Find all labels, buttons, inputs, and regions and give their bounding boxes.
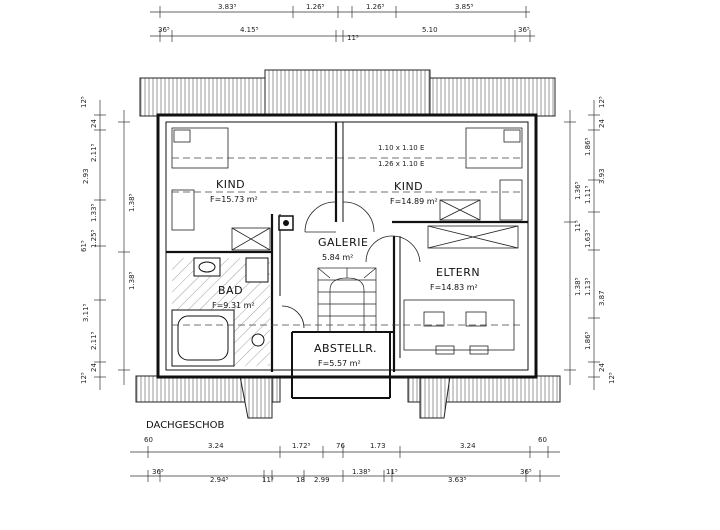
dim-bottom-1b: 3.24 bbox=[208, 442, 224, 450]
dim-bottom-2f: 1.38⁵ bbox=[352, 468, 371, 476]
dim-right-8: 3.87 bbox=[598, 290, 606, 306]
dim-bottom-2i: 36⁵ bbox=[520, 468, 532, 476]
dim-left-4: 2.93 bbox=[82, 168, 90, 184]
room-area-bad: F=9.31 m² bbox=[212, 301, 255, 310]
room-area-galerie: 5.84 m² bbox=[322, 253, 353, 262]
dim-right-1: 12⁵ bbox=[598, 96, 606, 108]
room-area-eltern: F=14.83 m² bbox=[430, 283, 478, 292]
bottom-dimension-chain-2 bbox=[130, 470, 560, 482]
dim-left-11: 12⁵ bbox=[80, 372, 88, 384]
left-dimension-chain bbox=[94, 100, 130, 390]
bottom-dimension-chain-1 bbox=[130, 446, 560, 458]
dim-bottom-1a: 60 bbox=[144, 436, 153, 444]
room-name-kind-left: KIND bbox=[216, 178, 245, 191]
dim-right-10: 24 bbox=[598, 363, 606, 372]
left-dimension-labels: 12⁵ 24 2.11⁵ 2.93 1.33⁵ 1.25⁵ 61⁵ 3.11⁵ … bbox=[80, 96, 136, 384]
room-area-kind-right: F=14.89 m² bbox=[390, 197, 438, 206]
dim-right-4: 3.93 bbox=[598, 168, 606, 184]
dim-left-6: 1.25⁵ bbox=[90, 229, 98, 248]
plan-title: DACHGESCHOB bbox=[146, 420, 224, 431]
dim-left-inner-1: 1.38⁵ bbox=[128, 193, 136, 212]
room-area-abstellr: F=5.57 m² bbox=[318, 359, 361, 368]
room-name-galerie: GALERIE bbox=[318, 236, 368, 249]
dim-bottom-2a: 36⁵ bbox=[152, 468, 164, 476]
top-dimension-chain-2 bbox=[150, 30, 535, 42]
dim-left-3: 2.11⁵ bbox=[90, 143, 98, 162]
top-dimension-chain-1 bbox=[150, 6, 530, 18]
dim-right-6: 1.63⁵ bbox=[584, 229, 592, 248]
right-dimension-labels: 12⁵ 24 1.86⁵ 3.93 1.11⁵ 1.63⁵ 1.13⁵ 3.87… bbox=[574, 96, 616, 384]
dim-top-2b: 4.15⁵ bbox=[240, 26, 259, 34]
dim-top-1b: 1.26⁵ bbox=[306, 3, 325, 11]
dim-top-1d: 3.85⁵ bbox=[455, 3, 474, 11]
dim-top-1a: 3.83⁵ bbox=[218, 3, 237, 11]
exterior-walls bbox=[156, 113, 538, 379]
dim-bottom-1e: 1.73 bbox=[370, 442, 386, 450]
note-window-1: 1.10 x 1.10 E bbox=[378, 144, 424, 152]
dim-left-7: 61⁵ bbox=[80, 240, 88, 252]
room-name-abstellr: ABSTELLR. bbox=[314, 342, 377, 355]
dim-left-9: 2.11⁵ bbox=[90, 331, 98, 350]
dim-right-2: 24 bbox=[598, 119, 606, 128]
door-swings bbox=[281, 201, 421, 329]
room-name-bad: BAD bbox=[218, 284, 243, 297]
roof-slope-lines bbox=[172, 157, 520, 326]
dim-right-inner-3: 1.38⁵ bbox=[574, 277, 582, 296]
dim-right-inner-2: 11⁵ bbox=[574, 220, 582, 232]
dim-bottom-2c: 11⁵ bbox=[262, 476, 274, 484]
right-dimension-chain bbox=[564, 100, 600, 390]
dim-bottom-2b: 2.94⁵ bbox=[210, 476, 229, 484]
dim-left-1: 12⁵ bbox=[80, 96, 88, 108]
dim-bottom-2h: 3.63⁵ bbox=[448, 476, 467, 484]
dim-left-inner-2: 1.38⁵ bbox=[128, 271, 136, 290]
dim-bottom-2g: 11⁵ bbox=[386, 468, 398, 476]
furniture bbox=[171, 127, 523, 355]
note-window-2: 1.26 x 1.10 E bbox=[378, 160, 424, 168]
dim-top-2e: 36⁵ bbox=[518, 26, 530, 34]
dim-top-2d: 5.10 bbox=[422, 26, 438, 34]
dim-bottom-2d: 18 bbox=[296, 476, 305, 484]
staircase bbox=[317, 267, 377, 333]
dim-left-5: 1.33⁵ bbox=[90, 203, 98, 222]
dim-bottom-1c: 1.72⁵ bbox=[292, 442, 311, 450]
room-name-kind-right: KIND bbox=[394, 180, 423, 193]
interior-walls bbox=[166, 122, 528, 399]
dim-left-10: 24 bbox=[90, 363, 98, 372]
dim-top-1c: 1.26⁵ bbox=[366, 3, 385, 11]
dim-bottom-1d: 76 bbox=[336, 442, 345, 450]
dim-left-8: 3.11⁵ bbox=[82, 303, 90, 322]
bath-fixtures bbox=[171, 257, 269, 367]
dim-right-11: 12⁵ bbox=[608, 372, 616, 384]
dim-top-2c: 11⁵ bbox=[347, 34, 359, 42]
dim-right-9: 1.86⁵ bbox=[584, 331, 592, 350]
dim-right-3: 1.86⁵ bbox=[584, 137, 592, 156]
dim-top-2a: 36⁵ bbox=[158, 26, 170, 34]
dim-right-7: 1.13⁵ bbox=[584, 277, 592, 296]
roof-outline bbox=[135, 69, 561, 419]
dim-left-2: 24 bbox=[90, 119, 98, 128]
dim-bottom-2e: 2.99 bbox=[314, 476, 330, 484]
dim-right-inner-1: 1.36⁵ bbox=[574, 181, 582, 200]
dim-bottom-1g: 60 bbox=[538, 436, 547, 444]
room-area-kind-left: F=15.73 m² bbox=[210, 195, 258, 204]
dim-right-5: 1.11⁵ bbox=[584, 185, 592, 204]
dim-bottom-1f: 3.24 bbox=[460, 442, 476, 450]
room-name-eltern: ELTERN bbox=[436, 266, 480, 279]
